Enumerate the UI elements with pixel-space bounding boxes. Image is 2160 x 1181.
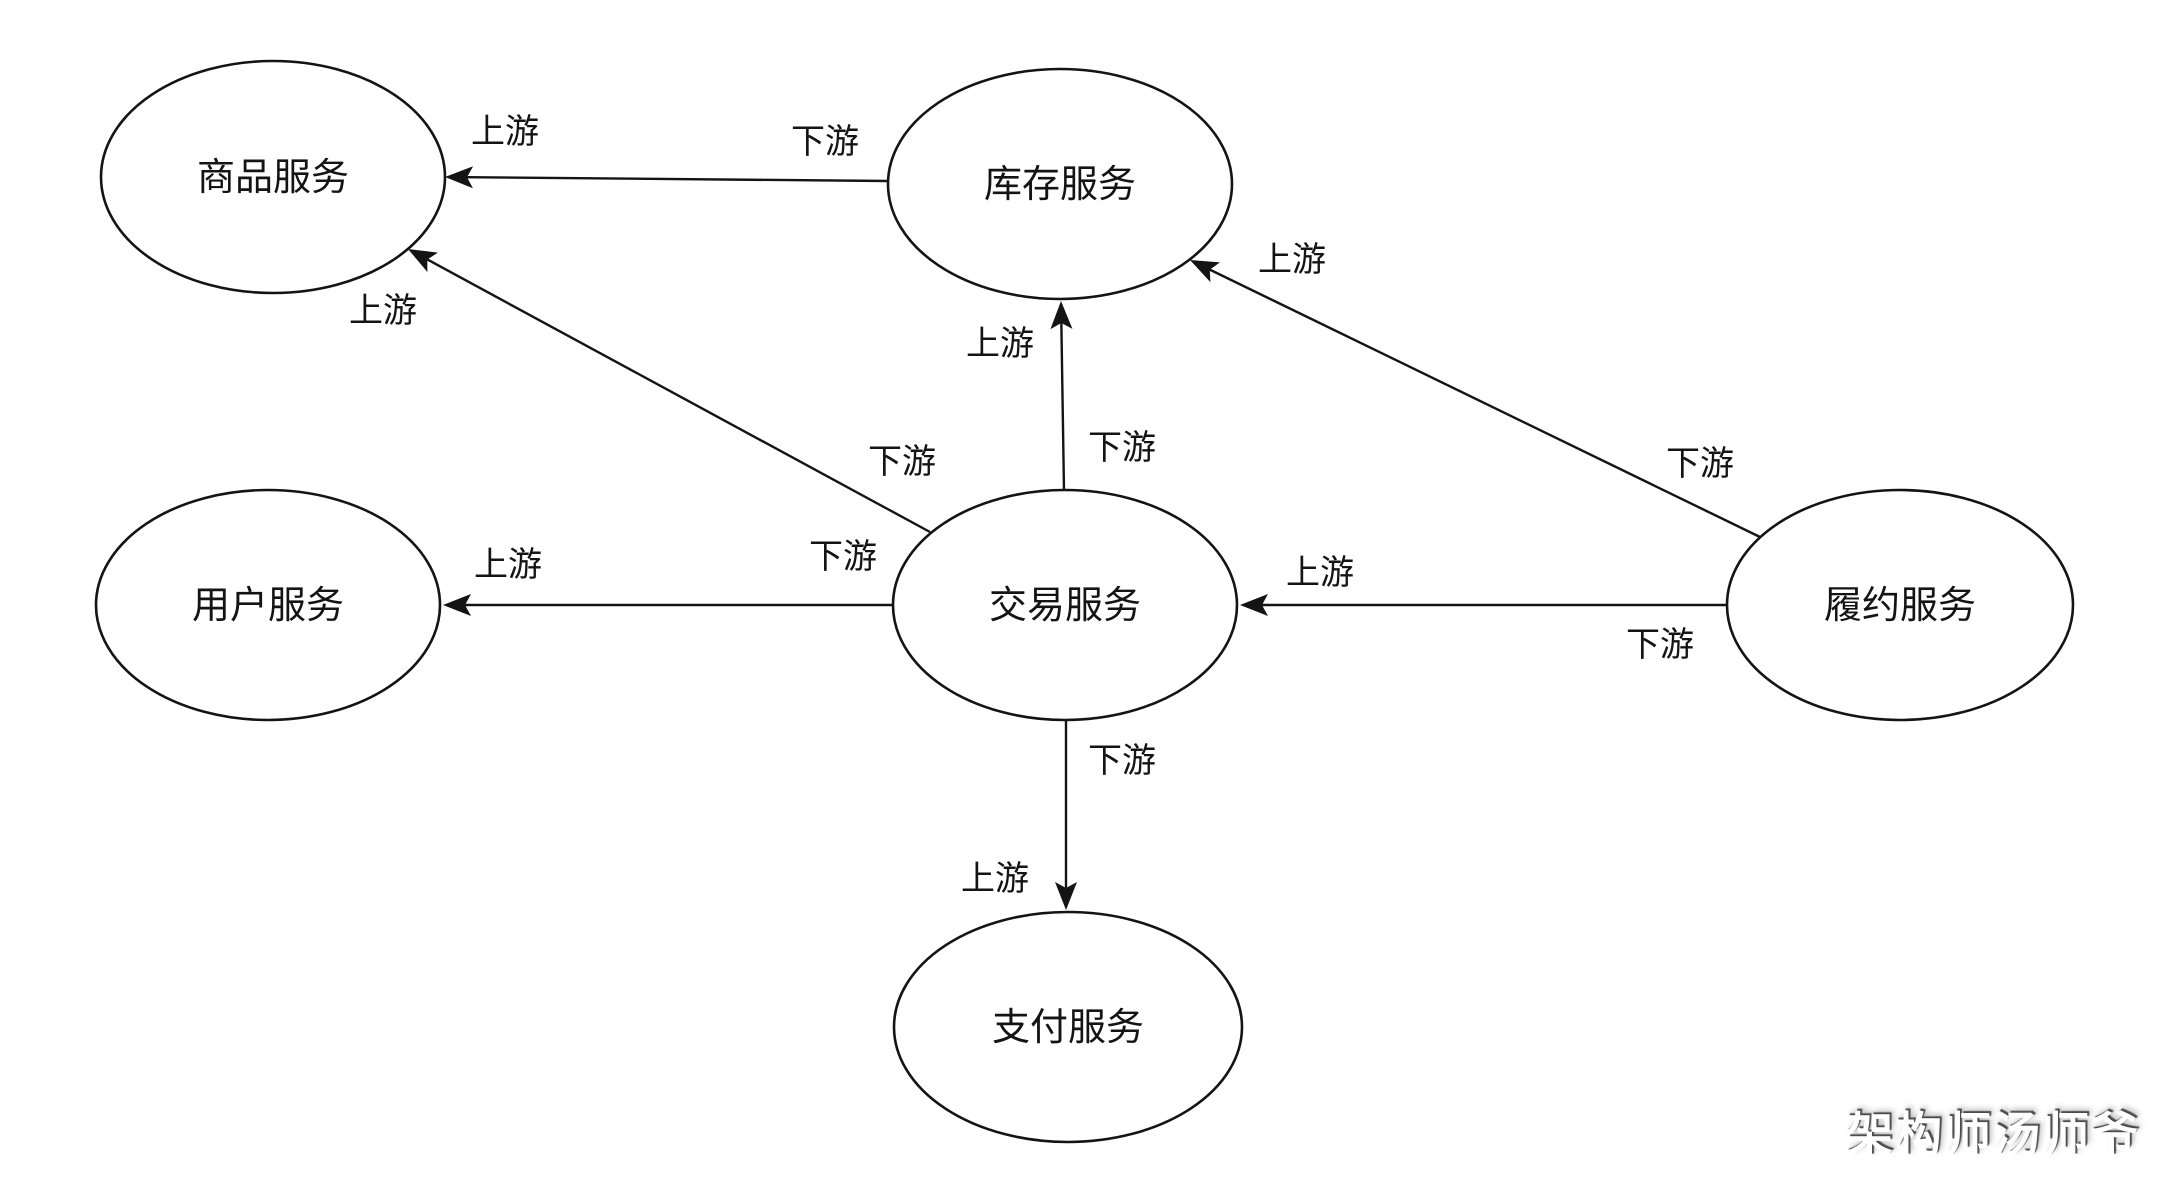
edge-line-fulfillment-to-inventory [1209,268,1761,539]
edge-label-upstream-inventory-to-product: 上游 [471,113,539,151]
edge-label-upstream-transaction-to-product: 上游 [349,292,417,330]
edge-line-transaction-to-product [426,258,931,534]
edge-label-upstream-fulfillment-to-inventory: 上游 [1258,241,1326,279]
node-label-transaction-service: 交易服务 [989,585,1141,627]
edge-line-transaction-to-inventory [1060,322,1066,492]
edge-arrowhead-transaction-to-product [408,249,438,273]
edge-arrowhead-transaction-to-inventory [1050,301,1073,330]
edge-arrowhead-fulfillment-to-transaction [1240,594,1268,616]
edge-label-downstream-inventory-to-product: 下游 [791,123,859,161]
edge-arrowhead-fulfillment-to-inventory [1190,260,1220,283]
node-product-service: 商品服务 [99,59,447,295]
node-fulfillment-service: 履约服务 [1725,488,2075,722]
node-label-fulfillment-service: 履约服务 [1824,585,1976,627]
edge-arrowhead-transaction-to-user [443,594,471,616]
node-shape-product-service [99,59,447,295]
node-transaction-service: 交易服务 [891,488,1239,722]
edge-transaction-to-product: 下游 上游 [349,249,936,534]
edge-arrowhead-transaction-to-payment [1055,882,1077,910]
node-label-product-service: 商品服务 [197,157,349,199]
edge-transaction-to-inventory: 下游 上游 [966,301,1156,492]
node-shape-payment-service [892,910,1244,1144]
edge-label-upstream-transaction-to-user: 上游 [474,546,542,584]
watermark: 架构师汤师爷 [1846,1108,2140,1161]
node-label-inventory-service: 库存服务 [984,164,1136,206]
edge-arrowhead-inventory-to-product [445,166,474,189]
edge-label-downstream-transaction-to-payment: 下游 [1088,742,1156,780]
edge-label-upstream-transaction-to-inventory: 上游 [966,325,1034,363]
node-label-payment-service: 支付服务 [992,1007,1144,1049]
edge-label-downstream-transaction-to-inventory: 下游 [1088,429,1156,467]
edge-fulfillment-to-inventory: 下游 上游 [1190,241,1761,539]
edge-inventory-to-product: 下游 上游 [445,113,889,189]
edge-line-inventory-to-product [466,175,889,183]
node-payment-service: 支付服务 [892,910,1244,1144]
edge-label-downstream-transaction-to-user: 下游 [809,538,877,576]
node-shape-user-service [94,488,442,722]
node-label-user-service: 用户服务 [192,585,344,627]
edge-label-downstream-transaction-to-product: 下游 [868,443,936,481]
node-shape-transaction-service [891,488,1239,722]
node-inventory-service: 库存服务 [886,67,1234,301]
edge-label-upstream-transaction-to-payment: 上游 [961,860,1029,898]
edge-label-downstream-fulfillment-to-inventory: 下游 [1666,445,1734,483]
edge-transaction-to-user: 下游 上游 [443,538,893,616]
node-user-service: 用户服务 [94,488,442,722]
edge-label-downstream-fulfillment-to-transaction: 下游 [1626,626,1694,664]
node-shape-fulfillment-service [1725,488,2075,722]
node-shape-inventory-service [886,67,1234,301]
edge-label-upstream-fulfillment-to-transaction: 上游 [1286,554,1354,592]
